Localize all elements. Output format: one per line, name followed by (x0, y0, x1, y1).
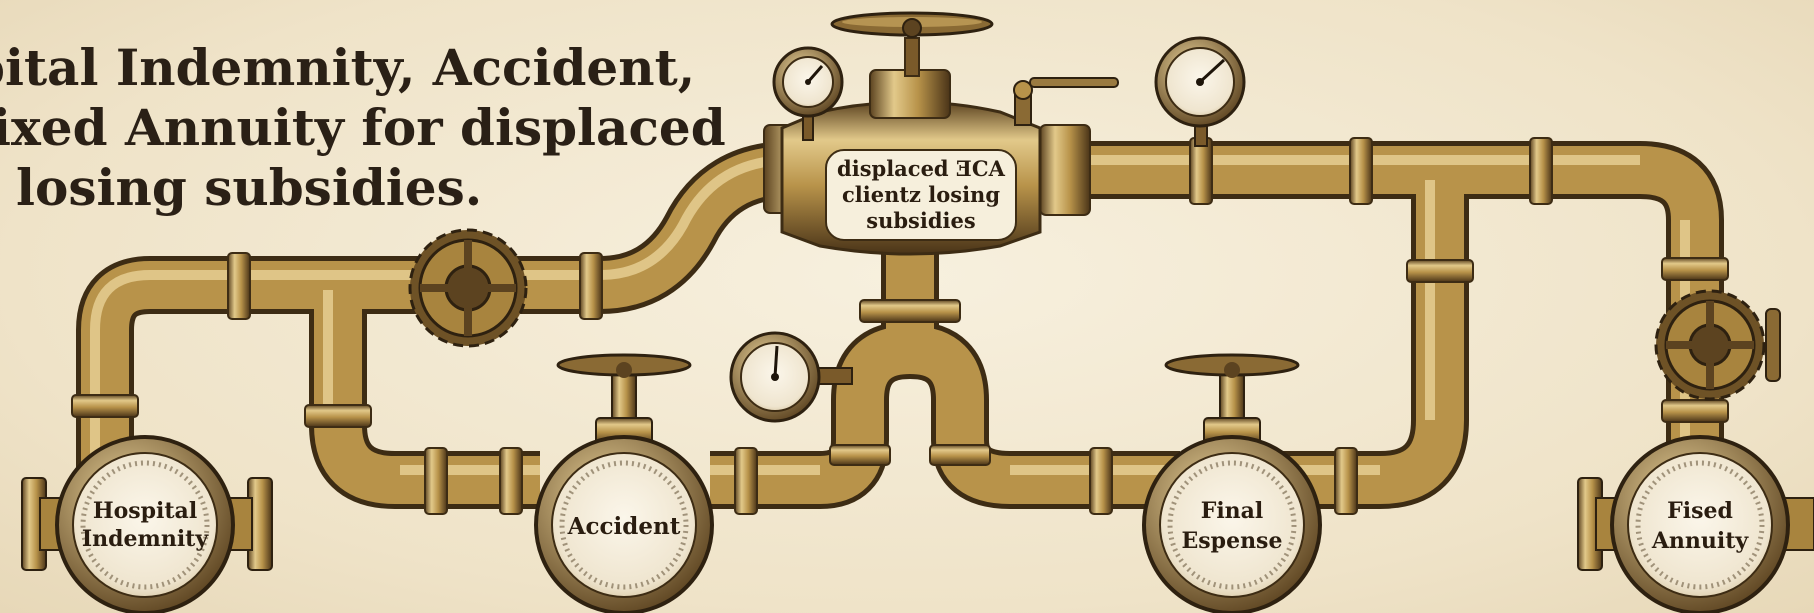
handwheel-icon (1166, 355, 1298, 444)
outlet-label-line-1: Accident (567, 513, 681, 540)
outlet-label-line-2: Annuity (1651, 528, 1750, 554)
outlet-hospital-indemnity: Hospital Indemnity (22, 437, 272, 613)
outlet-label-line-1: Final (1201, 498, 1264, 524)
outlet-label-line-1: Hospital (93, 498, 197, 524)
source-label-line-2: clientz losing (842, 182, 1000, 207)
pressure-gauge-icon (1156, 38, 1244, 146)
outlet-final-expense: Final Espense (1144, 437, 1320, 613)
gear-valve-icon (1656, 291, 1780, 399)
lever-valve-icon (1014, 78, 1118, 125)
source-label-line-3: subsidies (866, 208, 975, 233)
outlet-label-line-2: Indemnity (82, 526, 209, 552)
source-label-line-1: displaced ƎCA (837, 156, 1006, 181)
gear-valve-icon (410, 230, 526, 346)
handwheel-icon (558, 355, 690, 444)
outlet-label-line-1: Fised (1667, 498, 1733, 524)
outlet-label-line-2: Espense (1182, 528, 1283, 554)
outlet-fixed-annuity: Fised Annuity (1578, 437, 1814, 613)
outlet-accident: Accident (536, 437, 712, 613)
handwheel-icon (832, 13, 992, 37)
